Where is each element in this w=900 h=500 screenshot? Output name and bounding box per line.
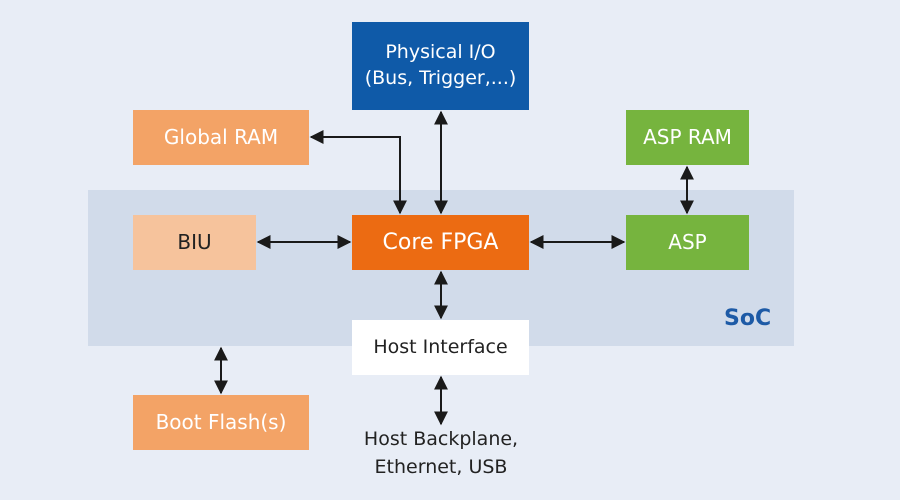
soc-label: SoC bbox=[724, 306, 772, 331]
host-backplane-line2: Ethernet, USB bbox=[374, 455, 508, 478]
biu-block: BIU bbox=[133, 215, 256, 270]
core-fpga-block: Core FPGA bbox=[352, 215, 529, 270]
host-interface-block: Host Interface bbox=[352, 320, 529, 375]
asp-block: ASP bbox=[626, 215, 749, 270]
global-ram-block: Global RAM bbox=[133, 110, 309, 165]
physical-io-line2: (Bus, Trigger,...) bbox=[364, 67, 517, 89]
host-backplane-line1: Host Backplane, bbox=[363, 428, 519, 450]
asp-ram-block: ASP RAM bbox=[626, 110, 749, 165]
physical-io-block: Physical I/O (Bus, Trigger,...) bbox=[352, 22, 529, 110]
boot-flash-block: Boot Flash(s) bbox=[133, 395, 309, 450]
physical-io-line1: Physical I/O bbox=[385, 41, 496, 64]
connector-globalram-core bbox=[309, 130, 407, 215]
host-backplane-label: Host Backplane, Ethernet, USB bbox=[330, 426, 552, 481]
